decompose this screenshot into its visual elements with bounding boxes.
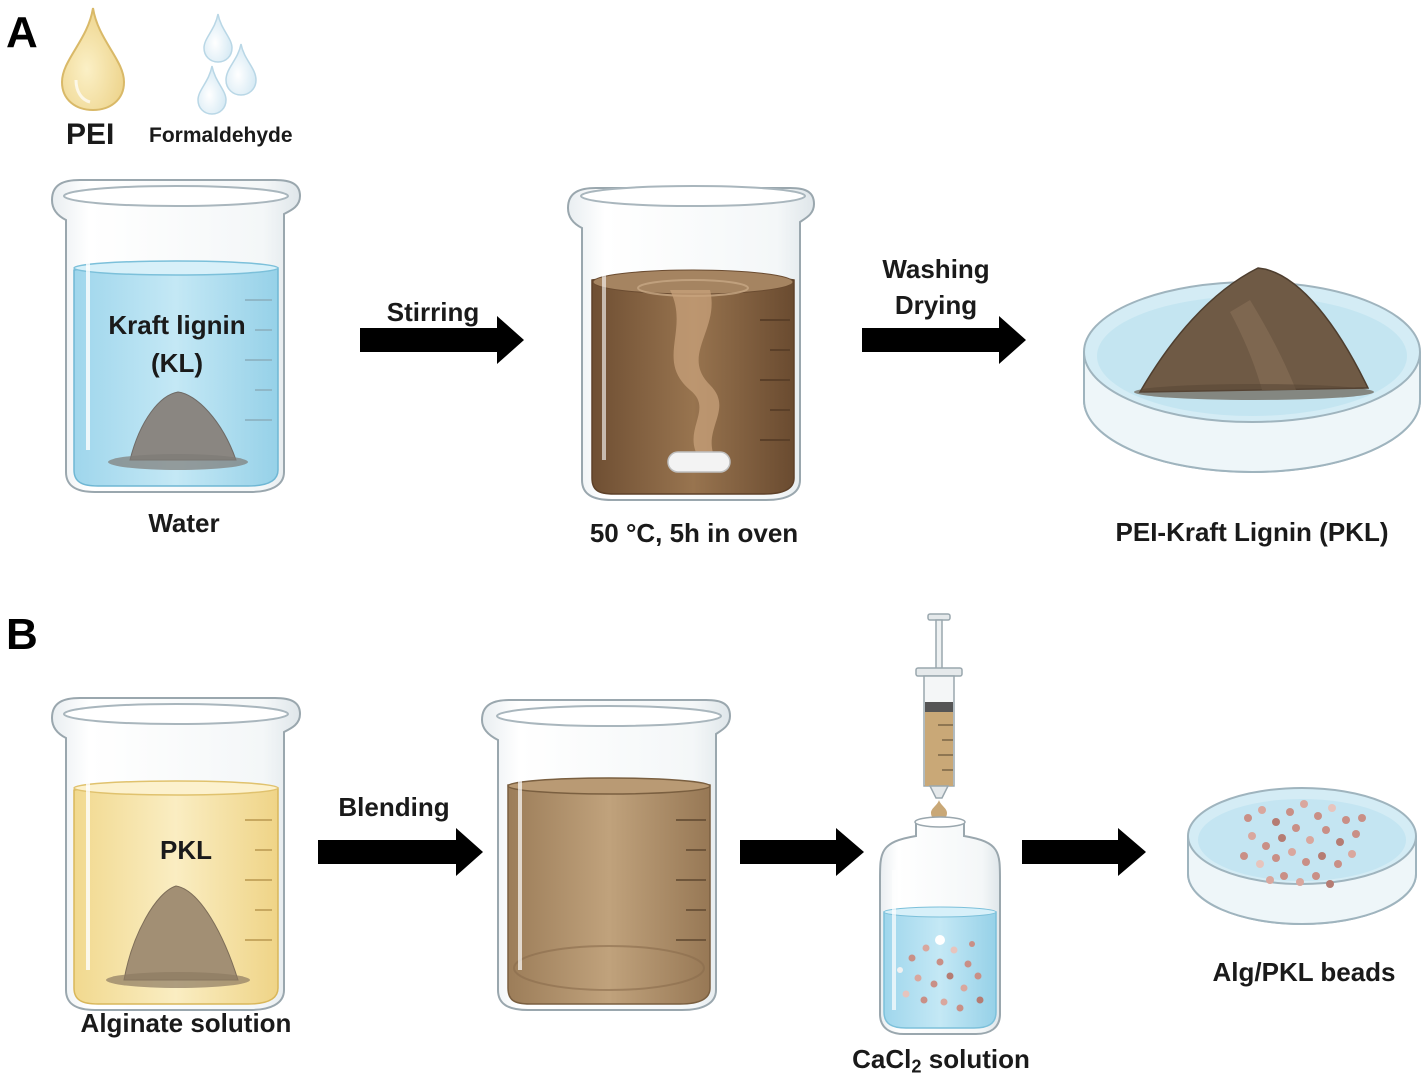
petri-dish-pkl [1083, 267, 1421, 474]
beaker1-content-line2: (KL) [151, 348, 203, 378]
pei-drop-icon [60, 7, 126, 112]
reagent-pei-label: PEI [66, 118, 115, 151]
arrow-to-beads [1022, 828, 1146, 876]
beaker3-content: PKL [160, 835, 212, 865]
beaker2-caption: 50 °C, 5h in oven [589, 518, 799, 548]
beaker-water-kl [50, 179, 302, 493]
beaker3-caption: Alginate solution [80, 1008, 292, 1038]
bottle-caption-rest: solution [921, 1044, 1030, 1074]
arrow-blending [318, 828, 483, 876]
petri-pkl-caption: PEI-Kraft Lignin (PKL) [1115, 517, 1389, 547]
bottle-cacl2 [879, 816, 1001, 1035]
step-stirring-label: Stirring [386, 297, 480, 327]
beaker-brown-stirring [566, 185, 816, 501]
bottle-caption-subscript: 2 [911, 1056, 922, 1077]
beaker-alginate-pkl [50, 697, 302, 1011]
beaker1-caption: Water [148, 508, 220, 538]
bottle-caption-main: CaCl [852, 1044, 912, 1074]
arrow-dropping [740, 828, 864, 876]
arrow-stirring [360, 316, 524, 364]
reagent-formaldehyde-label: Formaldehyde [149, 124, 293, 147]
beads-in-dish [1240, 800, 1366, 888]
petri-dish-beads [1187, 787, 1417, 926]
beaker1-content-line1: Kraft lignin [108, 310, 246, 340]
bottle-caption: CaCl2 solution [852, 1044, 1030, 1078]
panel-a-letter: A [6, 8, 38, 57]
beads-in-bottle [897, 935, 984, 1012]
petri-beads-caption: Alg/PKL beads [1212, 957, 1396, 987]
step-blending-label: Blending [338, 792, 450, 822]
panel-b-letter: B [6, 610, 38, 659]
step-washing-label: Washing [882, 254, 990, 284]
syringe-icon [915, 613, 963, 799]
arrow-washing-drying [862, 316, 1026, 364]
step-drying-label: Drying [894, 290, 978, 320]
beaker-blend [480, 699, 732, 1011]
formaldehyde-drops-icon [197, 13, 257, 115]
